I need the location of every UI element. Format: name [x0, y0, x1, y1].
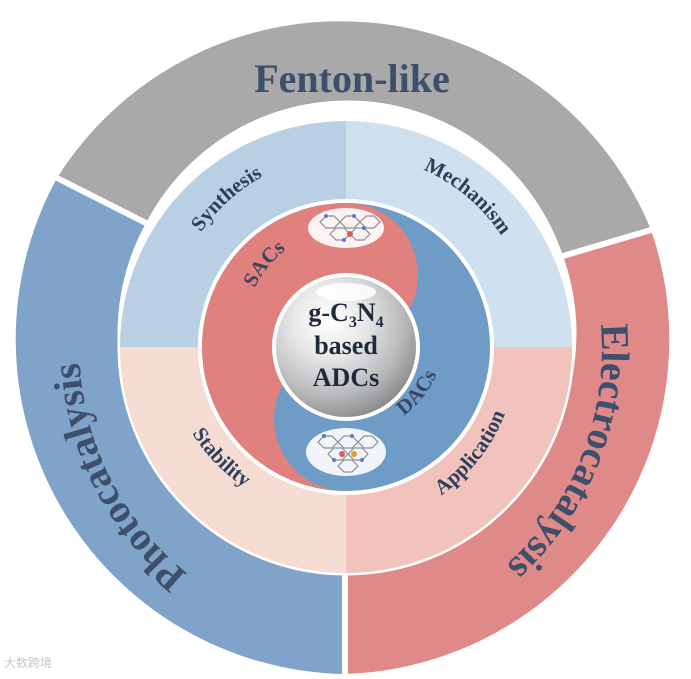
center-title-formula: g-C3N4	[308, 298, 383, 331]
center-title-adcs: ADCs	[313, 363, 379, 392]
application-quadrant	[346, 347, 572, 573]
middle-ring-inner-border	[198, 199, 494, 495]
center-title-based: based	[314, 331, 378, 360]
sphere-highlight	[316, 283, 376, 301]
dacs-molecule-illustration	[306, 428, 386, 476]
mechanism-quadrant	[346, 121, 572, 347]
outer-ring-separators	[55, 175, 652, 674]
synthesis-quadrant	[120, 121, 346, 347]
middle-ring	[120, 121, 572, 573]
stability-quadrant	[120, 347, 346, 573]
fenton-like-label: Fenton-like	[254, 56, 450, 101]
fenton-like-sector	[57, 21, 651, 256]
watermark: 大数跨境	[4, 656, 53, 670]
electrocatalysis-sector	[345, 230, 670, 674]
sacs-molecule-illustration	[308, 208, 384, 248]
center-sphere	[272, 273, 420, 421]
